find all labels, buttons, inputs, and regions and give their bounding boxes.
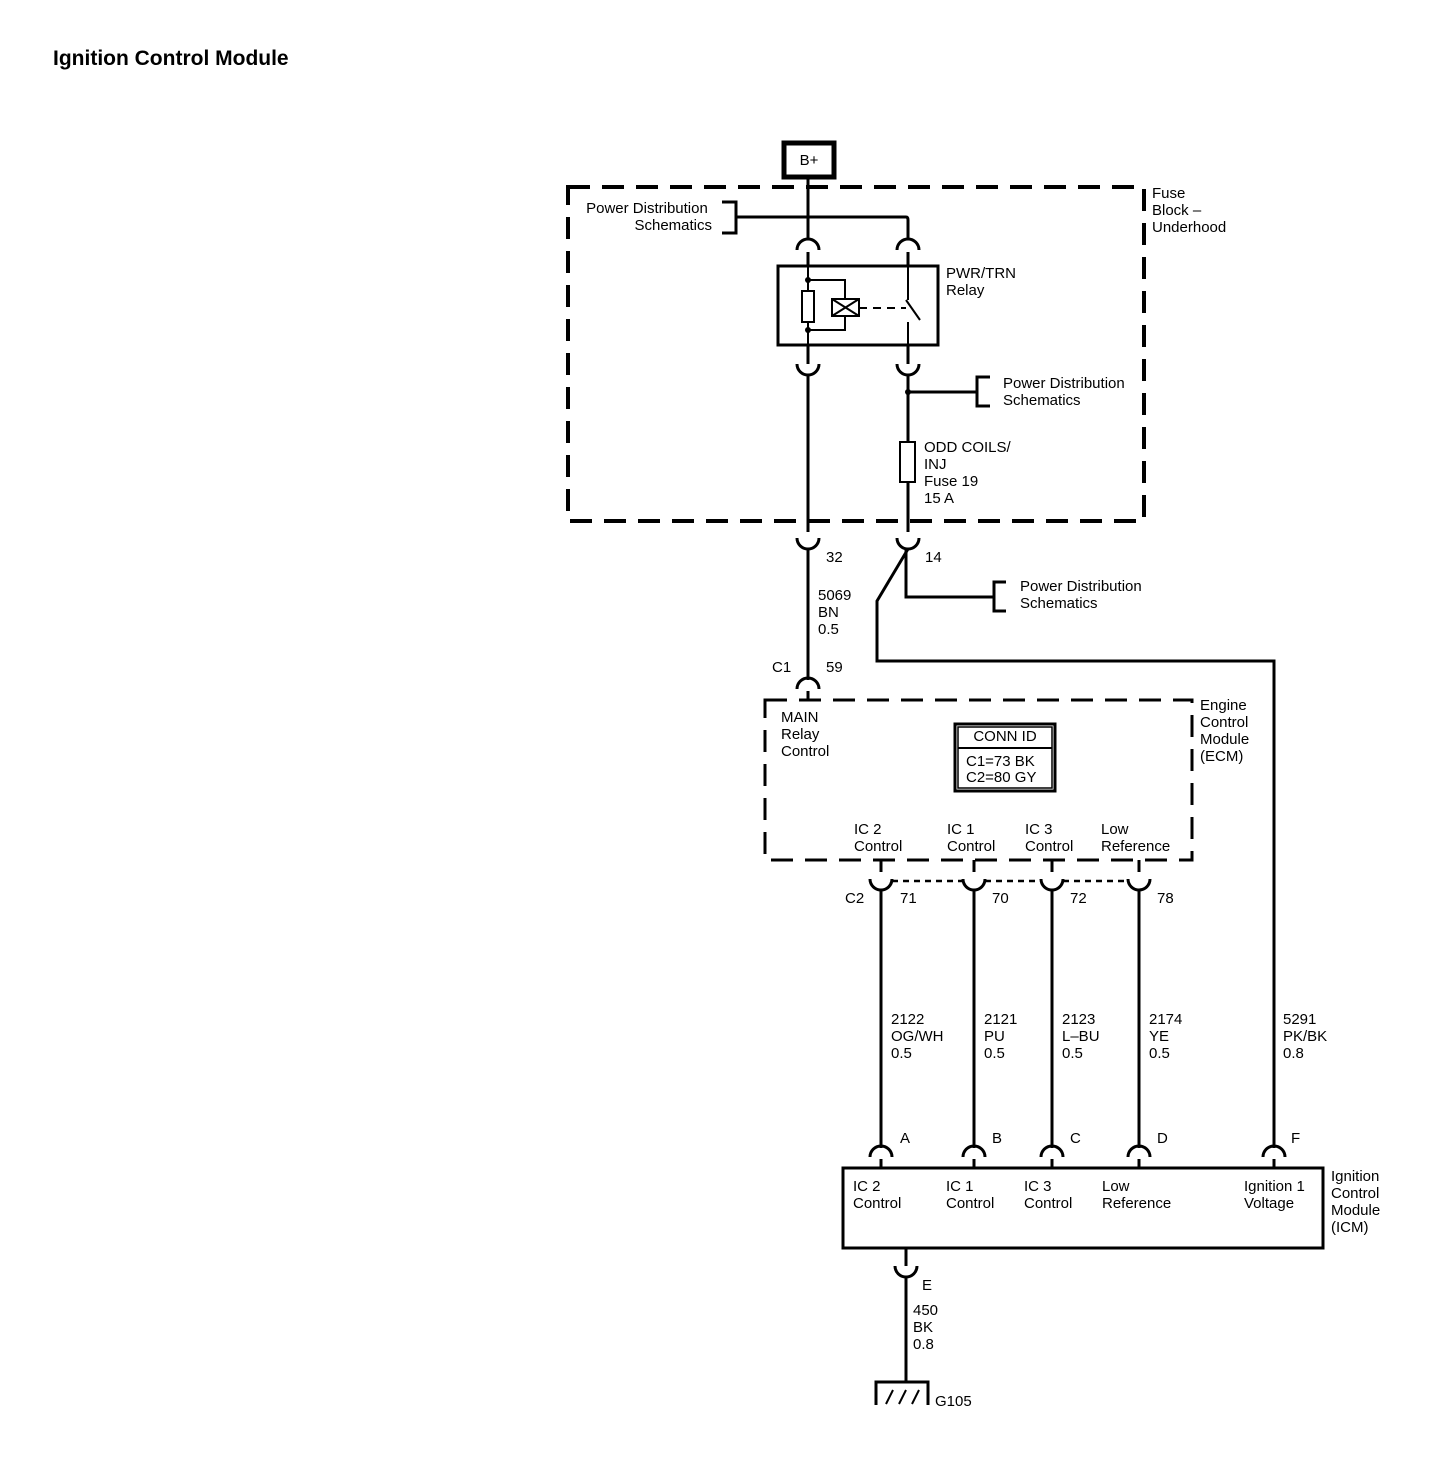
icm-connector-e <box>893 1265 919 1279</box>
relay-in-connector-left <box>795 237 821 251</box>
power-distribution-bracket-1 <box>722 200 808 235</box>
icm-connector-a <box>868 1144 894 1158</box>
pin-78: 78 <box>1157 890 1174 907</box>
fuse-label: ODD COILS/ INJ Fuse 19 15 A <box>924 439 1015 507</box>
wire-2122-label: 2122 OG/WH 0.5 <box>891 1011 948 1062</box>
relay-label: PWR/TRN Relay <box>946 265 1020 299</box>
wire-2121-label: 2121 PU 0.5 <box>984 1011 1022 1062</box>
power-distribution-ref-2[interactable]: Power Distribution Schematics <box>1003 375 1129 409</box>
ecm-connector-c2-71 <box>868 878 894 892</box>
ecm-connector-c1-59 <box>795 676 821 690</box>
wire-5291 <box>875 548 1276 1148</box>
pin-d: D <box>1157 1130 1168 1147</box>
relay-coil-wiring <box>807 266 846 345</box>
icm-input-stubs <box>879 1159 1276 1168</box>
pin-71: 71 <box>900 890 917 907</box>
fb-connector-32 <box>795 537 821 551</box>
ecm-ic1-control: IC 1 Control <box>947 821 995 855</box>
icm-connector-d <box>1126 1144 1152 1158</box>
ecm-ic2-control: IC 2 Control <box>854 821 902 855</box>
page-title: Ignition Control Module <box>53 47 289 70</box>
fuse-block-label: Fuse Block – Underhood <box>1152 185 1226 236</box>
conn-id-box <box>953 722 1057 793</box>
pin-72: 72 <box>1070 890 1087 907</box>
ecm-connector-c2-78 <box>1126 878 1152 892</box>
c2-label: C2 <box>845 890 864 907</box>
battery-label: B+ <box>800 152 819 169</box>
ground-hatch <box>885 1389 920 1405</box>
pin-14: 14 <box>925 549 942 566</box>
ecm-connector-c2-70 <box>961 878 987 892</box>
icm-module <box>841 1166 1325 1250</box>
relay-out-connector-right <box>895 363 921 377</box>
b-plus-feed-wire <box>806 177 910 240</box>
pin-32: 32 <box>826 549 843 566</box>
ecm-connector-c2-72 <box>1039 878 1065 892</box>
relay-coil <box>801 290 815 323</box>
ecm-label: Engine Control Module (ECM) <box>1200 697 1253 765</box>
c1-label: C1 <box>772 659 791 676</box>
icm-connector-b <box>961 1144 987 1158</box>
ecm-low-reference: Low Reference <box>1101 821 1170 855</box>
ground-symbol <box>874 1380 930 1405</box>
ecm-enclosure <box>763 698 1194 862</box>
conn-id-box-inner <box>957 726 1053 789</box>
pin-f: F <box>1291 1130 1300 1147</box>
power-distribution-ref-3[interactable]: Power Distribution Schematics <box>1020 578 1146 612</box>
wire-2123-label: 2123 L–BU 0.5 <box>1062 1011 1104 1062</box>
fb-connector-14 <box>895 537 921 551</box>
relay-out-connector-left <box>795 363 821 377</box>
wire-450-label: 450 BK 0.8 <box>913 1302 942 1353</box>
wire-5291-label: 5291 PK/BK 0.8 <box>1283 1011 1331 1062</box>
icm-ignition-1-voltage: Ignition 1 Voltage <box>1244 1178 1309 1212</box>
power-distribution-bracket-3 <box>904 549 1006 613</box>
pin-e: E <box>922 1277 932 1294</box>
ground-label: G105 <box>935 1393 972 1410</box>
ecm-main-relay-control: MAIN Relay Control <box>781 709 829 760</box>
relay-out-stubs <box>806 345 910 364</box>
icm-ic2-control: IC 2 Control <box>853 1178 901 1212</box>
fuse-19 <box>899 441 916 483</box>
icm-connector-c <box>1039 1144 1065 1158</box>
icm-ic1-control: IC 1 Control <box>946 1178 994 1212</box>
wire-2174-label: 2174 YE 0.5 <box>1149 1011 1187 1062</box>
fuse-block-internal-wires <box>806 376 910 532</box>
conn-id-lines: C1=73 BK C2=80 GY <box>966 753 1039 786</box>
pin-70: 70 <box>992 890 1009 907</box>
relay-switch <box>905 266 921 345</box>
icm-low-reference: Low Reference <box>1102 1178 1171 1212</box>
pin-59: 59 <box>826 659 843 676</box>
pin-a: A <box>900 1130 910 1147</box>
fuse-block-enclosure <box>566 185 1146 523</box>
wire-5069-label: 5069 BN 0.5 <box>818 587 856 638</box>
power-distribution-bracket-2 <box>908 375 990 408</box>
relay-in-connector-right <box>895 237 921 251</box>
power-distribution-ref-1[interactable]: Power Distribution Schematics <box>586 200 712 234</box>
relay-coil-x <box>831 298 860 317</box>
ecm-c2-stubs <box>879 860 1141 872</box>
icm-label: Ignition Control Module (ICM) <box>1331 1168 1384 1236</box>
pin-b: B <box>992 1130 1002 1147</box>
conn-id-title: CONN ID <box>973 728 1037 745</box>
pin-c: C <box>1070 1130 1081 1147</box>
ecm-ic3-control: IC 3 Control <box>1025 821 1073 855</box>
icm-connector-f <box>1261 1144 1287 1158</box>
icm-ic3-control: IC 3 Control <box>1024 1178 1072 1212</box>
